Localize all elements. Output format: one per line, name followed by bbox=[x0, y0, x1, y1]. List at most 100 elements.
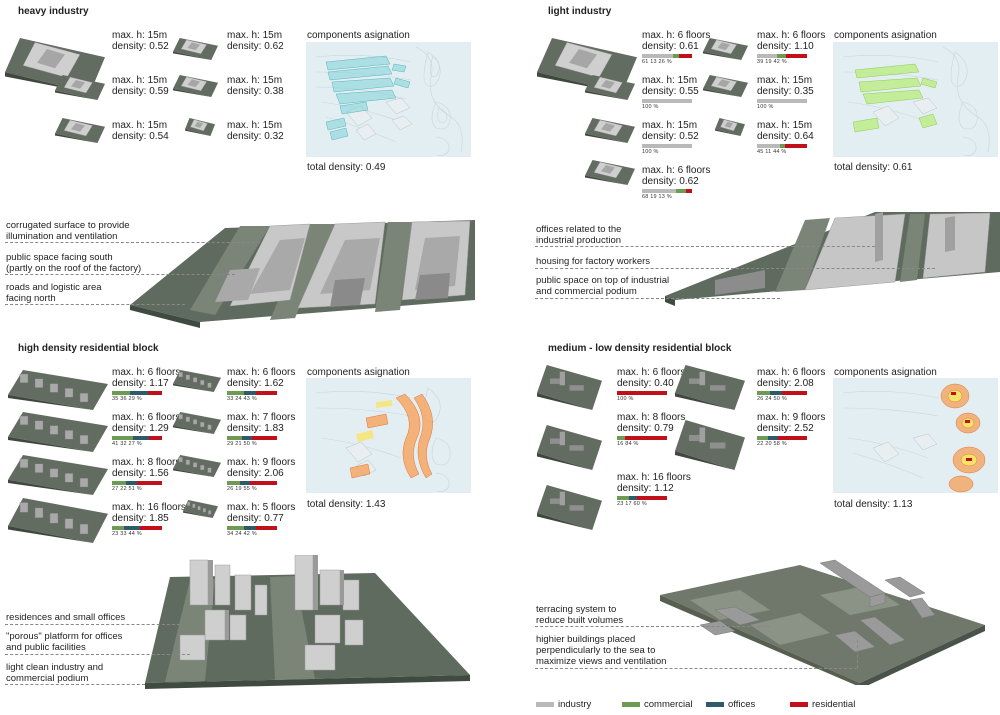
mix-segment-commercial bbox=[676, 189, 686, 193]
block-density: density: 1.62 bbox=[227, 378, 284, 389]
mix-segment-commercial bbox=[227, 481, 240, 485]
mix-segment-commercial bbox=[227, 436, 242, 440]
mix-segment-residential bbox=[685, 189, 692, 193]
heavy-annotation-2: public space facing south (partly on the… bbox=[6, 252, 142, 274]
mix-segment-offices bbox=[240, 481, 250, 485]
block-max-height: max. h: 15m bbox=[112, 30, 168, 41]
block-max-height: max. h: 15m bbox=[642, 120, 698, 131]
medium-annotation-1: terracing system to reduce built volumes bbox=[536, 604, 624, 626]
block-density: density: 0.35 bbox=[757, 86, 814, 97]
high-components-label: components asignation bbox=[307, 367, 410, 378]
mix-segment-commercial bbox=[227, 526, 244, 530]
block-use-mix-bar bbox=[112, 391, 162, 395]
block-density: density: 2.08 bbox=[757, 378, 814, 389]
block-use-mix-bar bbox=[642, 54, 692, 58]
block-density: density: 1.85 bbox=[112, 513, 169, 524]
mix-segment-commercial bbox=[112, 481, 126, 485]
block-use-mix-bar bbox=[757, 54, 807, 58]
light-annotation-3: public space on top of industrial and co… bbox=[536, 275, 670, 297]
mix-segment-industry bbox=[757, 99, 807, 103]
medium-components-label: components asignation bbox=[834, 367, 937, 378]
heavy-components-map bbox=[306, 42, 471, 157]
high-annotation-3: light clean industry and commercial podi… bbox=[6, 662, 104, 684]
block-max-height: max. h: 6 floors bbox=[227, 367, 296, 378]
block-max-height: max. h: 16 floors bbox=[112, 502, 186, 513]
light-leader-2 bbox=[535, 268, 935, 269]
mix-segment-residential bbox=[136, 481, 162, 485]
block-use-mix-percentages: 16 84 % bbox=[617, 441, 639, 447]
light-block-thumbnail-6 bbox=[715, 118, 745, 136]
block-use-mix-percentages: 22 20 58 % bbox=[757, 441, 787, 447]
high-density-title: high density residential block bbox=[18, 343, 159, 354]
block-max-height: max. h: 8 floors bbox=[112, 457, 181, 468]
block-max-height: max. h: 15m bbox=[112, 75, 168, 86]
medium-block-thumbnail-3 bbox=[537, 425, 602, 470]
block-max-height: max. h: 6 floors bbox=[112, 412, 181, 423]
block-density: density: 1.10 bbox=[757, 41, 814, 52]
mix-segment-offices bbox=[628, 496, 637, 500]
block-use-mix-percentages: 34 24 42 % bbox=[227, 531, 257, 537]
mix-segment-offices bbox=[123, 526, 140, 530]
mix-segment-residential bbox=[679, 54, 692, 58]
mix-segment-residential bbox=[617, 391, 667, 395]
block-use-mix-bar bbox=[112, 436, 162, 440]
block-use-mix-bar bbox=[757, 436, 807, 440]
block-density: density: 1.56 bbox=[112, 468, 169, 479]
medium-density-3d-view bbox=[660, 555, 985, 685]
block-use-mix-percentages: 100 % bbox=[642, 104, 659, 110]
block-density: density: 0.61 bbox=[642, 41, 699, 52]
legend-industry-swatch bbox=[536, 702, 554, 707]
block-density: density: 0.38 bbox=[227, 86, 284, 97]
block-use-mix-percentages: 26 19 55 % bbox=[227, 486, 257, 492]
block-max-height: max. h: 6 floors bbox=[642, 30, 711, 41]
block-density: density: 2.06 bbox=[227, 468, 284, 479]
block-use-mix-bar bbox=[617, 391, 667, 395]
medium-leader-1 bbox=[535, 626, 770, 627]
block-density: density: 0.77 bbox=[227, 513, 284, 524]
legend-industry-label: industry bbox=[558, 699, 592, 710]
block-use-mix-percentages: 45 11 44 % bbox=[757, 149, 787, 155]
block-use-mix-bar bbox=[227, 436, 277, 440]
heavy-industry-title: heavy industry bbox=[18, 6, 89, 17]
block-use-mix-bar bbox=[757, 99, 807, 103]
mix-segment-commercial bbox=[672, 54, 679, 58]
block-use-mix-percentages: 100 % bbox=[617, 396, 634, 402]
block-use-mix-bar bbox=[757, 391, 807, 395]
block-use-mix-percentages: 39 19 42 % bbox=[757, 59, 787, 65]
mix-segment-commercial bbox=[112, 436, 133, 440]
mix-segment-industry bbox=[642, 189, 676, 193]
heavy-components-label: components asignation bbox=[307, 30, 410, 41]
block-use-mix-bar bbox=[617, 496, 667, 500]
high-density-3d-view bbox=[145, 555, 470, 695]
block-use-mix-percentages: 100 % bbox=[757, 104, 774, 110]
heavy-leader-2 bbox=[5, 274, 235, 275]
medium-block-thumbnail-5 bbox=[537, 485, 602, 530]
mix-segment-commercial bbox=[112, 391, 130, 395]
block-max-height: max. h: 8 floors bbox=[617, 412, 686, 423]
high-block-thumbnail-3 bbox=[8, 412, 108, 452]
mix-segment-residential bbox=[249, 481, 277, 485]
block-density: density: 0.52 bbox=[642, 131, 699, 142]
light-annotation-2: housing for factory workers bbox=[536, 256, 651, 267]
block-max-height: max. h: 6 floors bbox=[642, 165, 711, 176]
mix-segment-residential bbox=[252, 436, 277, 440]
medium-block-thumbnail-1 bbox=[537, 365, 602, 410]
high-block-thumbnail-5 bbox=[8, 455, 108, 495]
light-total-density: total density: 0.61 bbox=[834, 162, 913, 173]
heavy-annotation-3: roads and logistic area facing north bbox=[6, 282, 102, 304]
high-components-map bbox=[306, 378, 471, 493]
mix-segment-offices bbox=[125, 481, 137, 485]
legend-residential-label: residential bbox=[812, 699, 856, 710]
